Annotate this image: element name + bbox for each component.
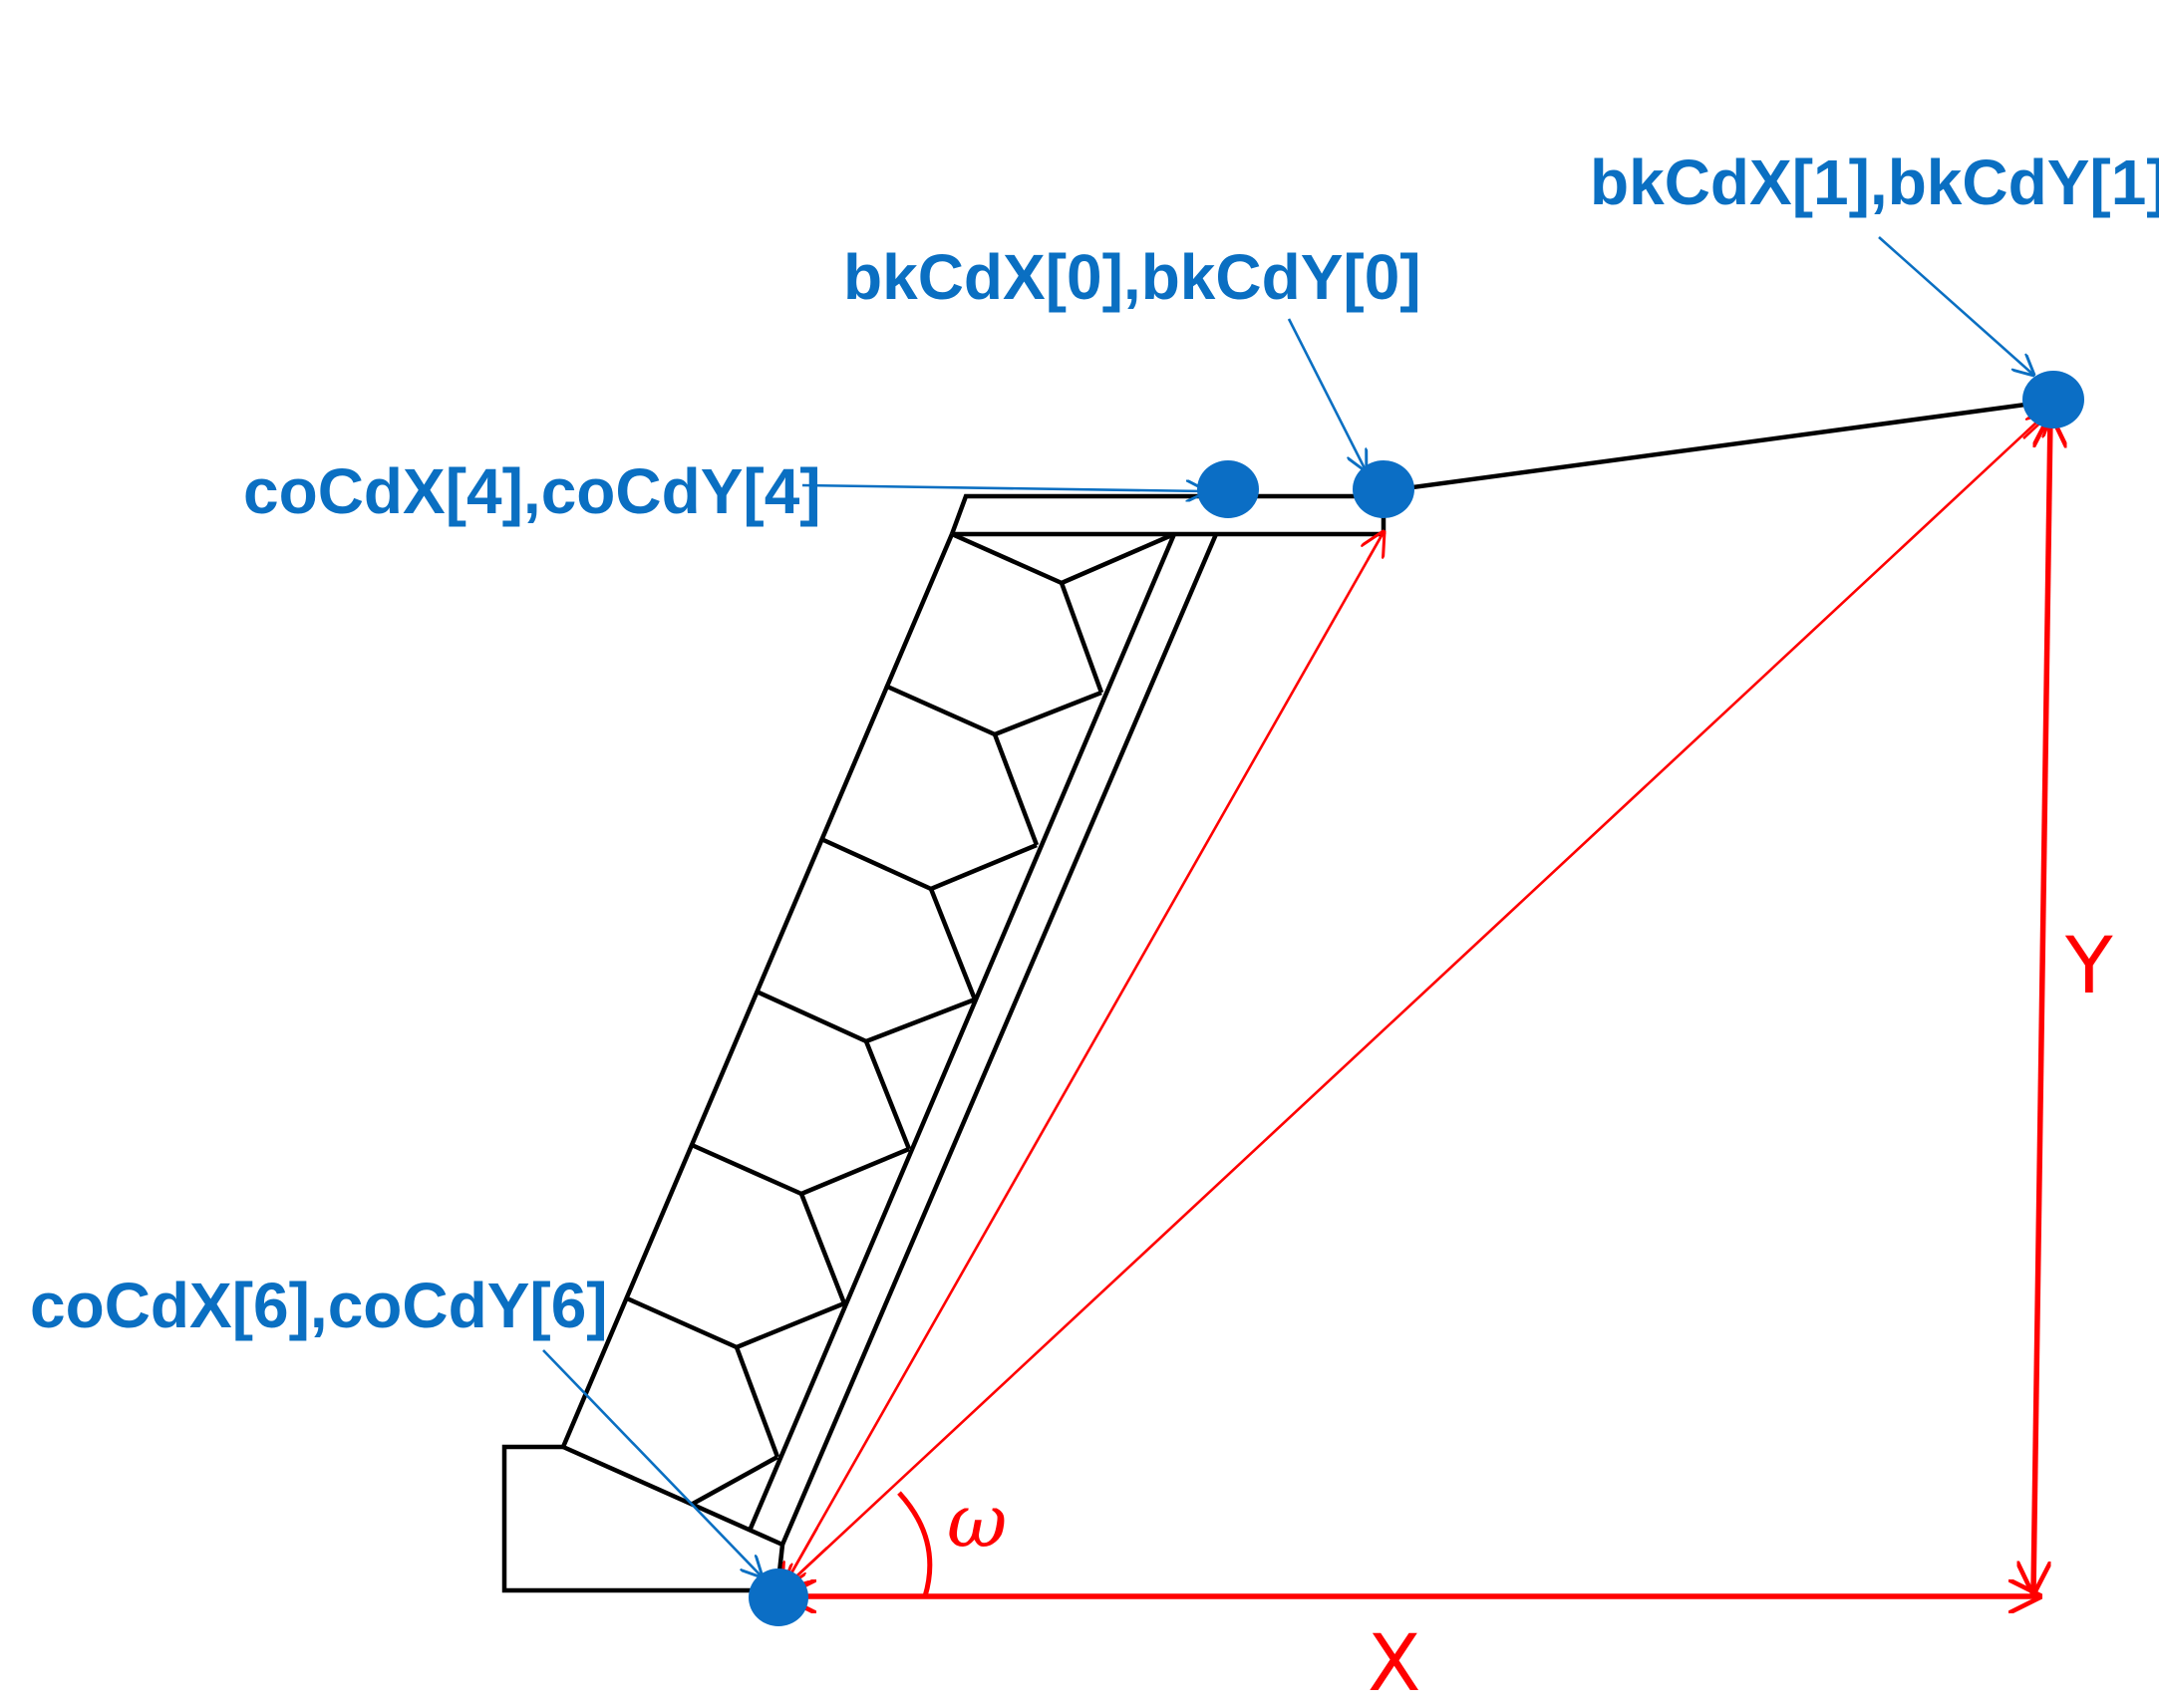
coordinate-points: [749, 371, 2084, 1626]
label-co4: coCdX[4],coCdY[4]: [243, 455, 821, 527]
label-bk1: bkCdX[1],bkCdY[1]: [1590, 146, 2159, 218]
angle-omega-arc: [897, 1491, 933, 1597]
point-bk1: [2022, 371, 2084, 428]
label-y-axis: Y: [2064, 922, 2113, 1011]
point-co4: [1197, 460, 1259, 518]
y-dimension-arrow: [2033, 417, 2050, 1592]
labels: bkCdX[1],bkCdY[1] bkCdX[0],bkCdY[0] coCd…: [30, 146, 2159, 1708]
point-bk0: [1353, 460, 1414, 518]
crown-slab-outline: [949, 493, 1387, 535]
line-to-bk0: [779, 531, 1386, 1591]
label-angle-omega: ω: [947, 1479, 1007, 1565]
leader-arrows: [542, 236, 2033, 1576]
line-to-bk1: [780, 408, 2052, 1591]
wall-heel-line: [562, 1444, 783, 1548]
label-x-axis: X: [1368, 1619, 1420, 1708]
backfill-slope: [1383, 398, 2056, 494]
label-co6: coCdX[6],coCdY[6]: [30, 1270, 608, 1341]
leader-bk0: [1287, 318, 1366, 470]
stone-pattern: [626, 531, 1175, 1506]
dimension-lines: [779, 408, 2052, 1597]
drain-layer-face: [779, 533, 1219, 1546]
point-co6: [749, 1568, 808, 1626]
footing-outline: [501, 1444, 777, 1593]
leader-co6: [542, 1349, 762, 1576]
leader-bk1: [1878, 236, 2033, 375]
retaining-wall: [501, 398, 2056, 1593]
label-bk0: bkCdX[0],bkCdY[0]: [843, 241, 1421, 313]
wall-inner-face: [747, 533, 1177, 1532]
leader-co4: [801, 485, 1206, 491]
